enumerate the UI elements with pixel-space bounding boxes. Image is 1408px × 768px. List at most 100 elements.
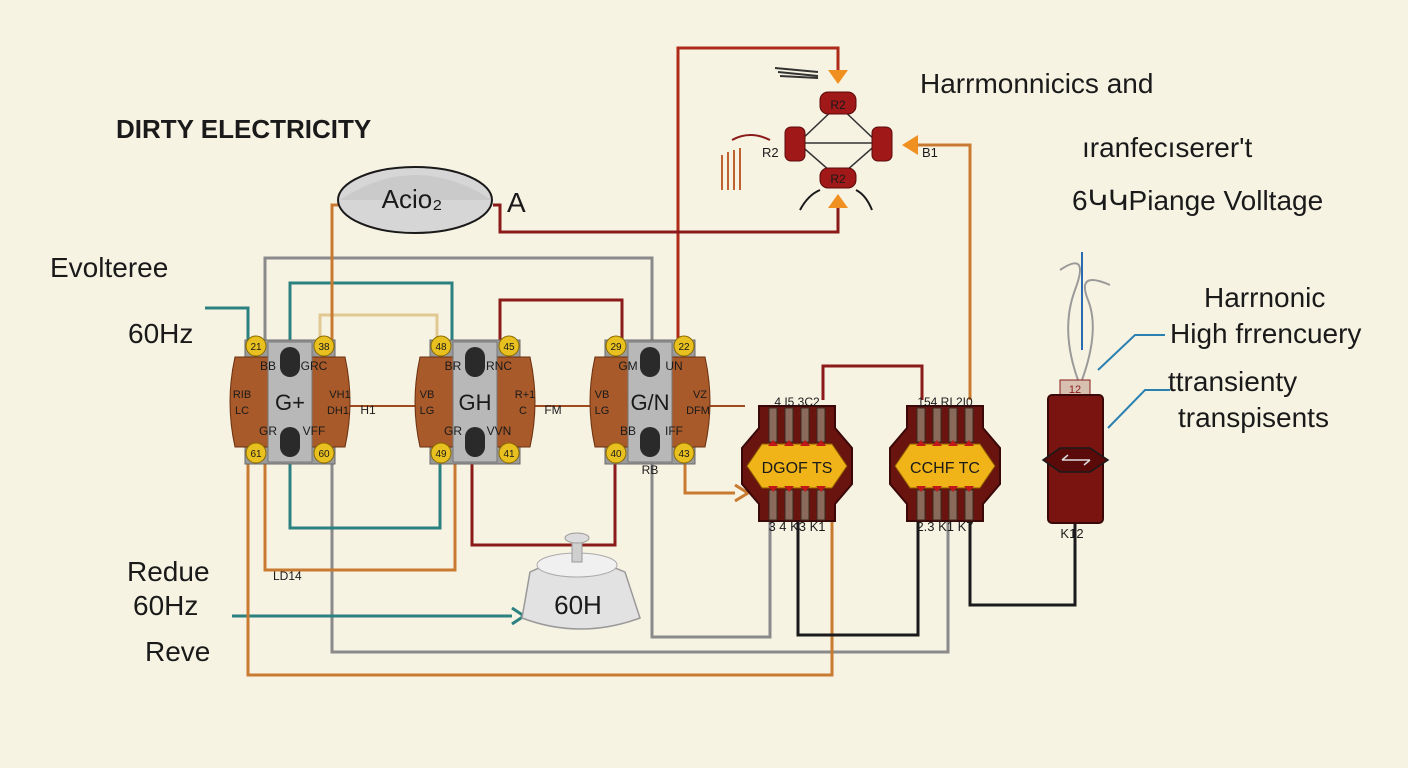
filter-plate bbox=[784, 407, 794, 443]
module-right-label: VZ bbox=[693, 389, 707, 401]
module-pin bbox=[673, 335, 695, 357]
wires bbox=[205, 46, 1170, 677]
harmonics-heading: Harrmonnicics and bbox=[920, 68, 1154, 99]
module-pin-label: 21 bbox=[250, 342, 262, 353]
module-top-left-label: BR bbox=[445, 359, 462, 373]
module-bottom-left-label: GR bbox=[259, 424, 277, 438]
wire-red-oval-left bbox=[330, 203, 338, 345]
oval-side-label: A bbox=[507, 187, 526, 218]
module-slot-top bbox=[640, 347, 660, 377]
reduce-label: Redue bbox=[127, 556, 210, 587]
module-bottom-left-label: GR bbox=[444, 424, 462, 438]
module-bottom-right-label: IFF bbox=[665, 424, 683, 438]
resistor-bottom bbox=[819, 167, 857, 189]
filter-plate bbox=[768, 407, 778, 443]
input-frequency-label: 60Hz bbox=[128, 318, 194, 349]
wire-gray-bottom bbox=[330, 460, 950, 654]
wire-red-bottom bbox=[470, 460, 617, 547]
module-right-label: DH1 bbox=[327, 405, 349, 417]
module-center-label: GH bbox=[459, 390, 492, 415]
wire-gray-top bbox=[263, 256, 654, 345]
module-pin-label: 61 bbox=[250, 449, 262, 460]
filter-marker-icon bbox=[784, 486, 794, 492]
wire-red-top bbox=[676, 46, 840, 345]
filter-plate bbox=[932, 407, 942, 443]
wire-orange-right bbox=[968, 520, 1077, 607]
wire-teal-input bbox=[205, 306, 250, 345]
wire-blue-pointer-2 bbox=[1107, 389, 1170, 429]
filter-bottom-label: 2.3 K1 K7 bbox=[916, 519, 973, 534]
filter-plate bbox=[932, 489, 942, 521]
wire-blue-pointer-1 bbox=[1097, 334, 1165, 371]
module-left-label: LG bbox=[595, 405, 610, 417]
filter-marker-icon bbox=[932, 486, 942, 492]
module-side-label: H1 bbox=[360, 403, 376, 417]
module-pin-label: 41 bbox=[503, 449, 515, 460]
module-pin-label: 48 bbox=[435, 342, 447, 353]
reverse-label: Reve bbox=[145, 636, 211, 667]
module-left-label: VB bbox=[420, 389, 435, 401]
module-top-right-label: RNC bbox=[486, 359, 512, 373]
capacitor: 12 K12 bbox=[1041, 379, 1110, 541]
module-left-label: VB bbox=[595, 389, 610, 401]
module-slot-top bbox=[465, 347, 485, 377]
module-bottom-right-label: VVN bbox=[487, 424, 512, 438]
module-pin bbox=[498, 335, 520, 357]
filter-plate bbox=[816, 407, 826, 443]
range-voltage-label: 6ԿԿPiange Volltage bbox=[1072, 185, 1324, 216]
module-slot-bottom bbox=[640, 427, 660, 457]
filter-marker-icon bbox=[948, 486, 958, 492]
wire-tan bbox=[318, 313, 439, 345]
module-pin bbox=[605, 442, 627, 464]
filter-band bbox=[746, 443, 848, 489]
module-slot-bottom bbox=[465, 427, 485, 457]
wire-black bbox=[796, 520, 920, 637]
module-slot-bottom bbox=[280, 427, 300, 457]
module-side-label: FM bbox=[544, 403, 561, 417]
filter-marker-icon bbox=[932, 440, 942, 446]
module-left-label: RIB bbox=[233, 389, 251, 401]
module-pin bbox=[498, 442, 520, 464]
filter-top-label: 4 I5 3C2 bbox=[774, 395, 820, 409]
wire-gray-bottom-2 bbox=[650, 460, 772, 639]
module-right-label: VH1 bbox=[329, 389, 350, 401]
filter-plate bbox=[800, 489, 810, 521]
arrow-right-icon bbox=[902, 135, 918, 155]
resistor-top bbox=[819, 91, 857, 115]
filter-marker-icon bbox=[768, 486, 778, 492]
page-title: DIRTY ELECTRICITY bbox=[116, 114, 372, 144]
capacitor-top-label: 12 bbox=[1069, 384, 1081, 396]
wire-red-filter bbox=[821, 364, 924, 400]
wire-teal-bottom bbox=[288, 460, 442, 530]
wire-cap-lead-1 bbox=[1059, 262, 1081, 381]
resistor-right-label: B1 bbox=[922, 145, 938, 160]
reduce-frequency-label: 60Hz bbox=[133, 590, 199, 621]
wire-orange-arrow-head bbox=[734, 483, 751, 503]
wire-cap-lead-2 bbox=[1081, 279, 1111, 381]
module-pin-label: 38 bbox=[318, 342, 330, 353]
module-top-left-label: GM bbox=[618, 359, 637, 373]
filter-label: DGOF TS bbox=[762, 460, 833, 477]
module-pin bbox=[313, 442, 335, 464]
wire-teal-top bbox=[288, 281, 454, 345]
acid-oval: Acio₂ bbox=[337, 166, 493, 234]
filter-plate bbox=[800, 407, 810, 443]
filter-plate bbox=[964, 407, 974, 443]
filter-marker-icon bbox=[784, 440, 794, 446]
resistor-bottom-label: R2 bbox=[830, 172, 846, 186]
arrow-bottom-icon bbox=[828, 194, 848, 208]
resistor-right bbox=[871, 126, 893, 162]
module-right-label: C bbox=[519, 405, 527, 417]
wire-red-oval bbox=[493, 203, 840, 234]
module-bottom-left-label: BB bbox=[620, 424, 636, 438]
oval-label: Acio₂ bbox=[382, 184, 443, 214]
module-pin-label: 45 bbox=[503, 342, 515, 353]
filter-plate bbox=[768, 489, 778, 521]
module-pin-label: 40 bbox=[610, 449, 622, 460]
